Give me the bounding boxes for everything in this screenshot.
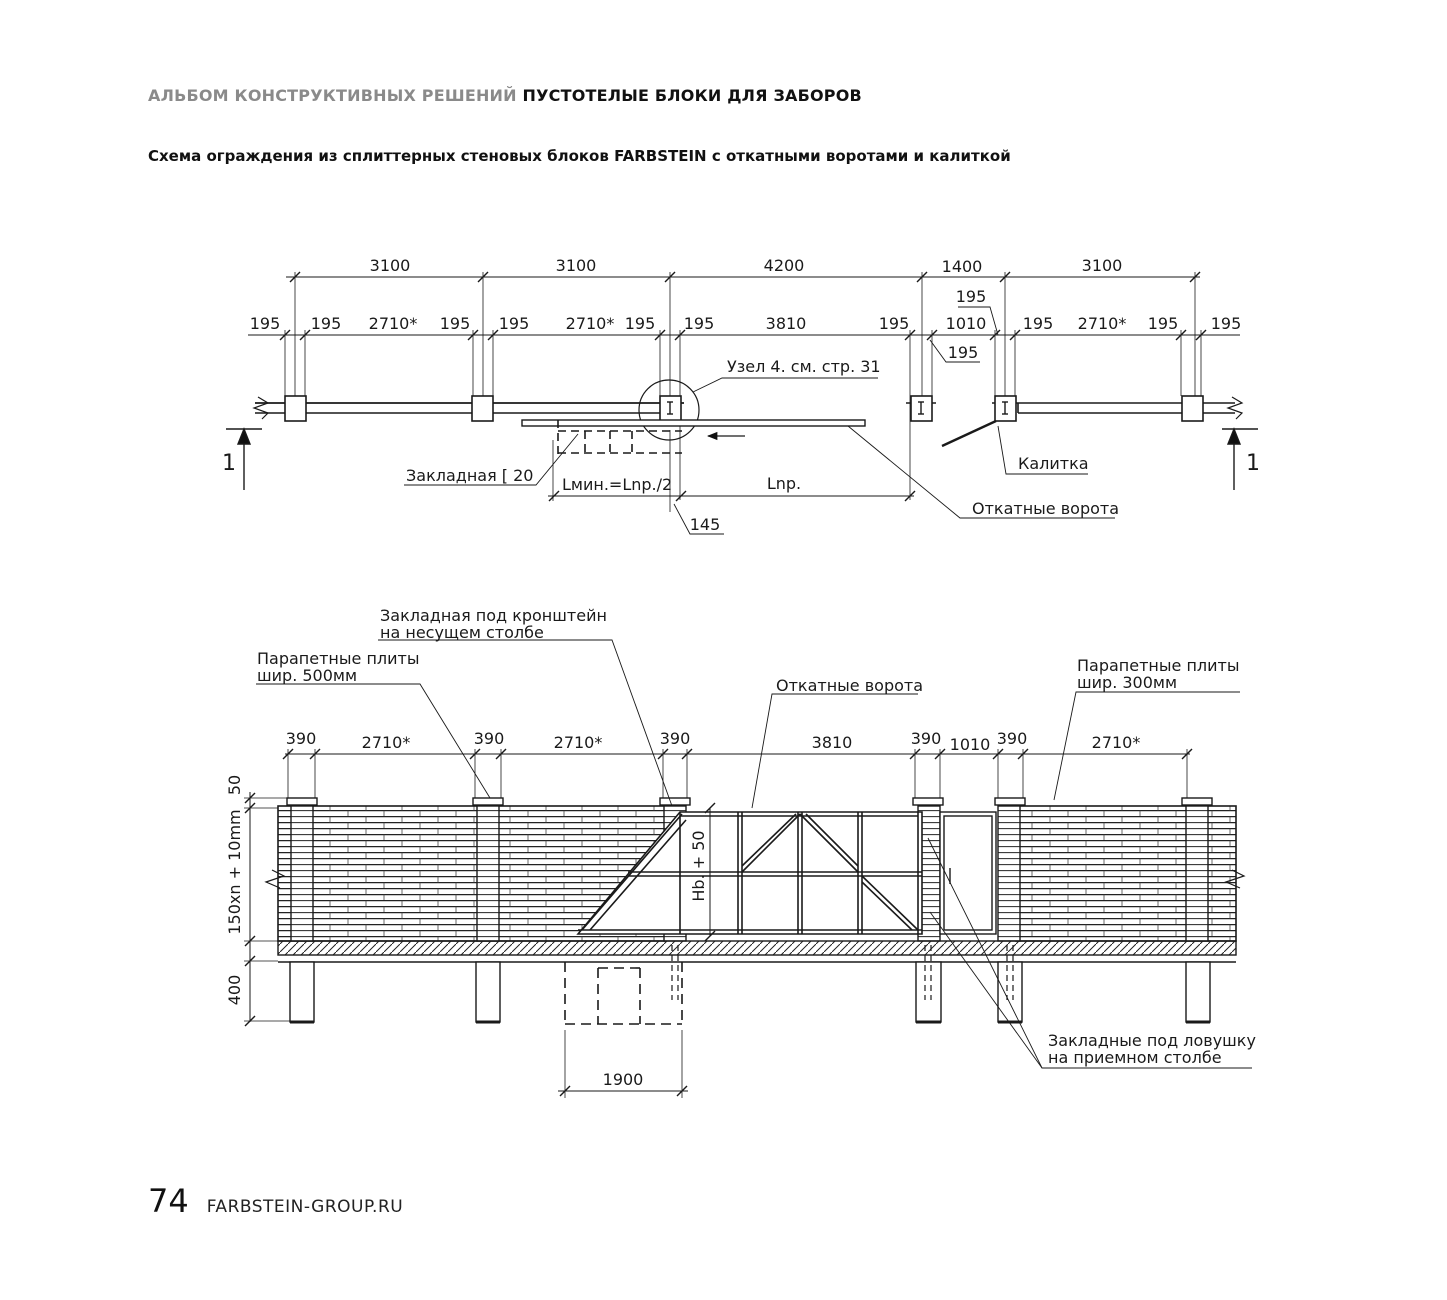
- site-link[interactable]: FARBSTEIN-GROUP.RU: [206, 1197, 404, 1217]
- elev-dim-4: 2710*: [554, 733, 603, 752]
- elev-extension-lines: [287, 749, 1188, 798]
- album-header: АЛЬБОМ КОНСТРУКТИВНЫХ РЕШЕНИЙ ПУСТОТЕЛЫЕ…: [148, 86, 862, 105]
- parapet-500-line1: Парапетные плиты: [257, 649, 419, 668]
- detail-dim-15: 195: [1211, 314, 1242, 333]
- trap-embed-line1: Закладные под ловушку: [1048, 1031, 1256, 1050]
- elev-dim-8: 1010: [950, 735, 991, 754]
- elev-dim-6: 3810: [812, 733, 853, 752]
- ground-hatch: [277, 940, 1237, 956]
- offset-145: 145: [690, 515, 721, 534]
- gate-post-195-upper: 195: [956, 287, 987, 306]
- elev-dim-3: 390: [474, 729, 505, 748]
- parapet-caps: [286, 797, 1213, 806]
- elev-dim-7: 390: [911, 729, 942, 748]
- vert-dim-height: 150xn + 10mm: [225, 809, 244, 934]
- parapet-300-line1: Парапетные плиты: [1077, 656, 1239, 675]
- leader-trap-embed-2: [929, 911, 1043, 1069]
- elev-dim-5: 390: [660, 729, 691, 748]
- detail-dim-5: 195: [499, 314, 530, 333]
- elev-dim-10: 2710*: [1092, 733, 1141, 752]
- detail-dim-6: 2710*: [566, 314, 615, 333]
- top-dim-4: 1400: [942, 257, 983, 276]
- detail-dim-8: 195: [684, 314, 715, 333]
- plan-labels: 3100 3100 4200 1400 3100 195 195 2710* 1…: [222, 256, 1260, 534]
- parapet-300-line2: шир. 300мм: [1077, 673, 1177, 692]
- vert-dim-50: 50: [225, 775, 244, 795]
- section-mark-right: [1222, 427, 1258, 490]
- bracket-embed-line2: на несущем столбе: [380, 623, 544, 642]
- leader-parapet-500: [256, 683, 491, 799]
- node-4-circle: [638, 379, 700, 441]
- gate-foundation-dashed: [564, 962, 683, 1025]
- elev-break-right: [1224, 869, 1246, 889]
- top-dim-3: 4200: [764, 256, 805, 275]
- leader-bracket-embed: [378, 639, 673, 807]
- detail-dim-13: 2710*: [1078, 314, 1127, 333]
- sliding-gate-label-elev: Откатные ворота: [776, 676, 923, 695]
- detail-dim-10: 195: [879, 314, 910, 333]
- leader-parapet-300: [1053, 691, 1240, 801]
- sliding-gate-label-plan: Откатные ворота: [972, 499, 1119, 518]
- plan-embed-dashed: [557, 420, 682, 455]
- embed-label: Закладная [ 20: [406, 466, 533, 485]
- elev-dim-1: 390: [286, 729, 317, 748]
- detail-dim-2: 195: [311, 314, 342, 333]
- leader-sliding-gate: [751, 693, 918, 809]
- bracket-embed-line1: Закладная под кронштейн: [380, 606, 607, 625]
- plan-break-left: [252, 396, 270, 420]
- elev-dim-9: 390: [997, 729, 1028, 748]
- section-mark-left-label: 1: [222, 451, 236, 476]
- drawing-title: Схема ограждения из сплиттерных стеновых…: [148, 147, 1011, 165]
- node-callout: Узел 4. см. стр. 31: [727, 357, 881, 376]
- wicket-label: Калитка: [1018, 454, 1089, 473]
- elevation-labels: Закладная под кронштейн на несущем столб…: [225, 606, 1256, 1089]
- detail-dim-7: 195: [625, 314, 656, 333]
- wicket-frame: [939, 811, 997, 935]
- album-section: ПУСТОТЕЛЫЕ БЛОКИ ДЛЯ ЗАБОРОВ: [522, 86, 862, 105]
- vert-dim-400: 400: [225, 975, 244, 1006]
- gate-height-dim: Hb. + 50: [689, 830, 708, 901]
- elev-break-left: [264, 869, 286, 889]
- album-title: АЛЬБОМ КОНСТРУКТИВНЫХ РЕШЕНИЙ: [148, 86, 517, 105]
- top-dim-5: 3100: [1082, 256, 1123, 275]
- detail-dim-14: 195: [1148, 314, 1179, 333]
- gate-post-195-lower: 195: [948, 343, 979, 362]
- page-number: 74: [148, 1182, 189, 1220]
- detail-dim-12: 195: [1023, 314, 1054, 333]
- wicket-leaf-plan: [941, 419, 997, 448]
- elevation-view: [244, 639, 1252, 1098]
- detail-dim-1: 195: [250, 314, 281, 333]
- footings: [289, 961, 1211, 1023]
- plan-post-beams: [667, 401, 1008, 415]
- section-mark-right-label: 1: [1246, 451, 1260, 476]
- dim-1900: 1900: [603, 1070, 644, 1089]
- parapet-500-line2: шир. 500мм: [257, 666, 357, 685]
- detail-dim-11: 1010: [946, 314, 987, 333]
- detail-dim-9: 3810: [766, 314, 807, 333]
- lmin-label: Lмин.=Lnp./2: [562, 475, 672, 494]
- detail-dim-3: 2710*: [369, 314, 418, 333]
- page-footer: 74 FARBSTEIN-GROUP.RU: [148, 1182, 403, 1220]
- sliding-gate-frame: [576, 811, 923, 935]
- top-dim-1: 3100: [370, 256, 411, 275]
- embed-lines-dashed: [671, 945, 1014, 1000]
- detail-dim-4: 195: [440, 314, 471, 333]
- top-dim-2: 3100: [556, 256, 597, 275]
- elev-dim-2: 2710*: [362, 733, 411, 752]
- section-mark-left: [226, 427, 262, 490]
- trap-embed-line2: на приемном столбе: [1048, 1048, 1222, 1067]
- plan-view: [226, 271, 1258, 535]
- sliding-gate-leaf-plan: [521, 419, 866, 427]
- plan-break-right: [1226, 396, 1244, 420]
- lnp-label: Lnp.: [767, 474, 801, 493]
